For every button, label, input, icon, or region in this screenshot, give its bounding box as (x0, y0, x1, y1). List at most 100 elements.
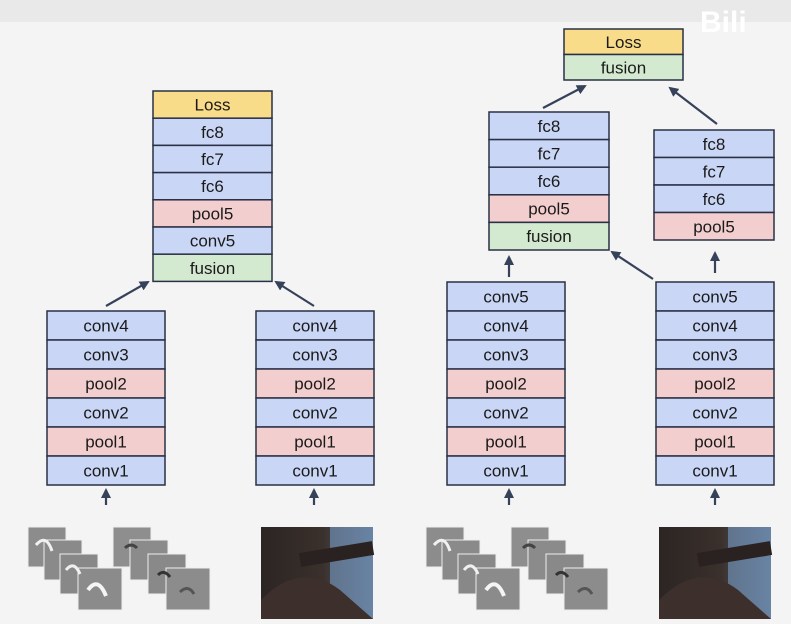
layer-label: fc8 (538, 117, 561, 136)
layer-pool2: pool2 (255, 368, 375, 399)
layer-conv4: conv4 (46, 310, 166, 341)
layer-conv4: conv4 (655, 310, 775, 341)
layer-label: fc6 (538, 172, 561, 191)
layer-conv5: conv5 (446, 281, 566, 312)
layer-label: conv3 (292, 346, 337, 365)
layer-conv5: conv5 (655, 281, 775, 312)
arrow-left-spatial-to-fusion (274, 280, 315, 307)
layer-label: conv1 (483, 462, 528, 481)
layer-label: conv5 (190, 232, 235, 251)
layer-label: conv4 (83, 317, 128, 336)
network-layers: Lossfc8fc7fc6pool5conv5fusionconv4conv3p… (46, 28, 775, 486)
layer-label: conv2 (483, 404, 528, 423)
layer-label: Loss (195, 96, 231, 115)
layer-fc7: fc7 (152, 144, 273, 174)
top-band (0, 0, 791, 22)
layer-label: conv3 (483, 346, 528, 365)
layer-fc6: fc6 (152, 171, 273, 201)
layer-conv2: conv2 (655, 397, 775, 428)
layer-label: fc8 (201, 123, 224, 142)
layer-label: conv4 (692, 317, 737, 336)
layer-label: conv2 (83, 404, 128, 423)
layer-label: pool5 (693, 217, 735, 236)
watermark-logo: Bili (700, 6, 747, 39)
layer-loss: Loss (563, 28, 684, 56)
layer-label: pool2 (485, 375, 527, 394)
layer-label: pool5 (528, 200, 570, 219)
layer-fc7: fc7 (488, 138, 610, 168)
layer-label: fusion (601, 58, 646, 77)
layer-label: conv4 (483, 317, 528, 336)
layer-conv1: conv1 (446, 455, 566, 486)
connection-arrows (101, 85, 720, 505)
layer-label: conv4 (292, 317, 337, 336)
left-top-tower: Loss fc8 fc7 fc6 pool5 conv5 fusion (152, 90, 273, 283)
layer-conv4: conv4 (446, 310, 566, 341)
layer-pool5: pool5 (488, 194, 610, 224)
optical-flow-stack-right-2 (510, 526, 609, 611)
layer-fc6: fc6 (488, 166, 610, 196)
layer-conv2: conv2 (46, 397, 166, 428)
layer-conv1: conv1 (255, 455, 375, 486)
layer-pool2: pool2 (655, 368, 775, 399)
layer-label: pool1 (694, 433, 736, 452)
layer-label: conv3 (692, 346, 737, 365)
layer-label: conv2 (692, 404, 737, 423)
layer-label: conv2 (292, 404, 337, 423)
layer-label: fc7 (201, 150, 224, 169)
arrow-left-temporal-to-fusion (105, 281, 150, 307)
arrow-spatial-to-middle-fusion (610, 250, 654, 280)
layer-label: fc7 (538, 144, 561, 163)
layer-label: Loss (606, 33, 642, 52)
layer-label: fusion (190, 259, 235, 278)
layer-label: pool1 (85, 433, 127, 452)
layer-pool1: pool1 (446, 426, 566, 457)
layer-pool2: pool2 (46, 368, 166, 399)
arrow-middle-to-top-fusion (542, 85, 587, 109)
layer-fusion: fusion (488, 221, 610, 251)
layer-fc8: fc8 (152, 117, 273, 147)
layer-label: conv5 (692, 288, 737, 307)
left-temporal-stream: conv4 conv3 pool2 conv2 pool1 conv1 (46, 310, 166, 486)
layer-fusion: fusion (152, 253, 273, 283)
right-spatial-stream: conv5 conv4 conv3 pool2 conv2 pool1 conv1 (655, 281, 775, 486)
layer-conv5: conv5 (152, 226, 273, 255)
layer-label: conv1 (692, 462, 737, 481)
layer-conv4: conv4 (255, 310, 375, 341)
layer-label: conv1 (83, 462, 128, 481)
layer-label: pool5 (192, 204, 234, 223)
layer-pool5: pool5 (653, 211, 775, 241)
layer-label: fc6 (201, 177, 224, 196)
layer-conv2: conv2 (255, 397, 375, 428)
layer-label: fc6 (703, 190, 726, 209)
layer-conv3: conv3 (446, 339, 566, 370)
layer-label: pool1 (485, 433, 527, 452)
layer-pool1: pool1 (255, 426, 375, 457)
layer-pool2: pool2 (446, 368, 566, 399)
layer-fc7: fc7 (653, 156, 775, 186)
layer-conv1: conv1 (46, 455, 166, 486)
layer-label: pool2 (694, 375, 736, 394)
layer-label: conv5 (483, 288, 528, 307)
layer-conv1: conv1 (655, 455, 775, 486)
layer-fc8: fc8 (653, 129, 775, 159)
layer-loss: Loss (152, 90, 273, 119)
arrow-right-to-top-fusion (668, 86, 718, 125)
watermark-text: Bili (700, 6, 747, 39)
optical-flow-stack-right (425, 526, 521, 611)
layer-pool1: pool1 (46, 426, 166, 457)
layer-fc6: fc6 (653, 184, 775, 214)
layer-pool1: pool1 (655, 426, 775, 457)
layer-conv2: conv2 (446, 397, 566, 428)
layer-conv3: conv3 (255, 339, 375, 370)
right-top-fusion: Loss fusion (563, 28, 684, 81)
layer-label: conv3 (83, 346, 128, 365)
layer-conv3: conv3 (46, 339, 166, 370)
layer-fc8: fc8 (488, 111, 610, 141)
right-temporal-stream: conv5 conv4 conv3 pool2 conv2 pool1 conv1 (446, 281, 566, 486)
optical-flow-stack-left-2 (112, 526, 211, 611)
rgb-frame-left (261, 527, 375, 619)
